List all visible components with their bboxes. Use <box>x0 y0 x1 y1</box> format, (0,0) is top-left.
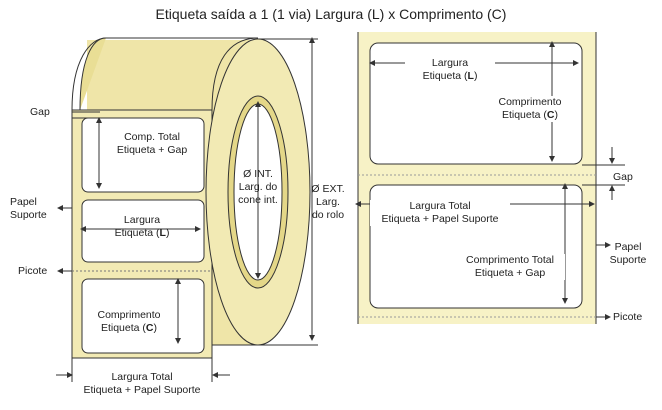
inner-diameter-label: Ø INT. Larg. do cone int. <box>238 168 278 206</box>
papel-suporte-label-right: Papel Suporte <box>609 241 647 266</box>
diagram-title: Etiqueta saída a 1 (1 via) Largura (L) x… <box>155 6 507 22</box>
comprimento-total-label-right: Comprimento Total Etiqueta + Gap <box>455 254 565 280</box>
roll-label-1 <box>81 117 205 193</box>
largura-label-left: Largura Etiqueta (L) <box>114 214 170 239</box>
comprimento-label-left: Comprimento Etiqueta (C) <box>97 309 161 334</box>
gap-label-right: Gap <box>613 171 633 183</box>
comp-total-label: Comp. Total Etiqueta + Gap <box>116 131 188 156</box>
gap-label-left: Gap <box>30 106 50 118</box>
comprimento-label-right: Comprimento Etiqueta (C) <box>480 96 580 122</box>
outer-diameter-label: Ø EXT. Larg. do rolo <box>311 183 345 221</box>
largura-label-right: Largura Etiqueta (L) <box>405 57 495 83</box>
picote-label-right: Picote <box>613 311 643 323</box>
picote-label-left: Picote <box>18 265 48 277</box>
papel-suporte-label-left: Papel Suporte <box>10 196 47 221</box>
left-arrows <box>56 37 318 382</box>
roll-label-3 <box>81 278 205 354</box>
largura-total-label-left: Largura Total Etiqueta + Papel Suporte <box>83 371 201 396</box>
largura-total-label-right: Largura Total Etiqueta + Papel Suporte <box>370 200 510 226</box>
